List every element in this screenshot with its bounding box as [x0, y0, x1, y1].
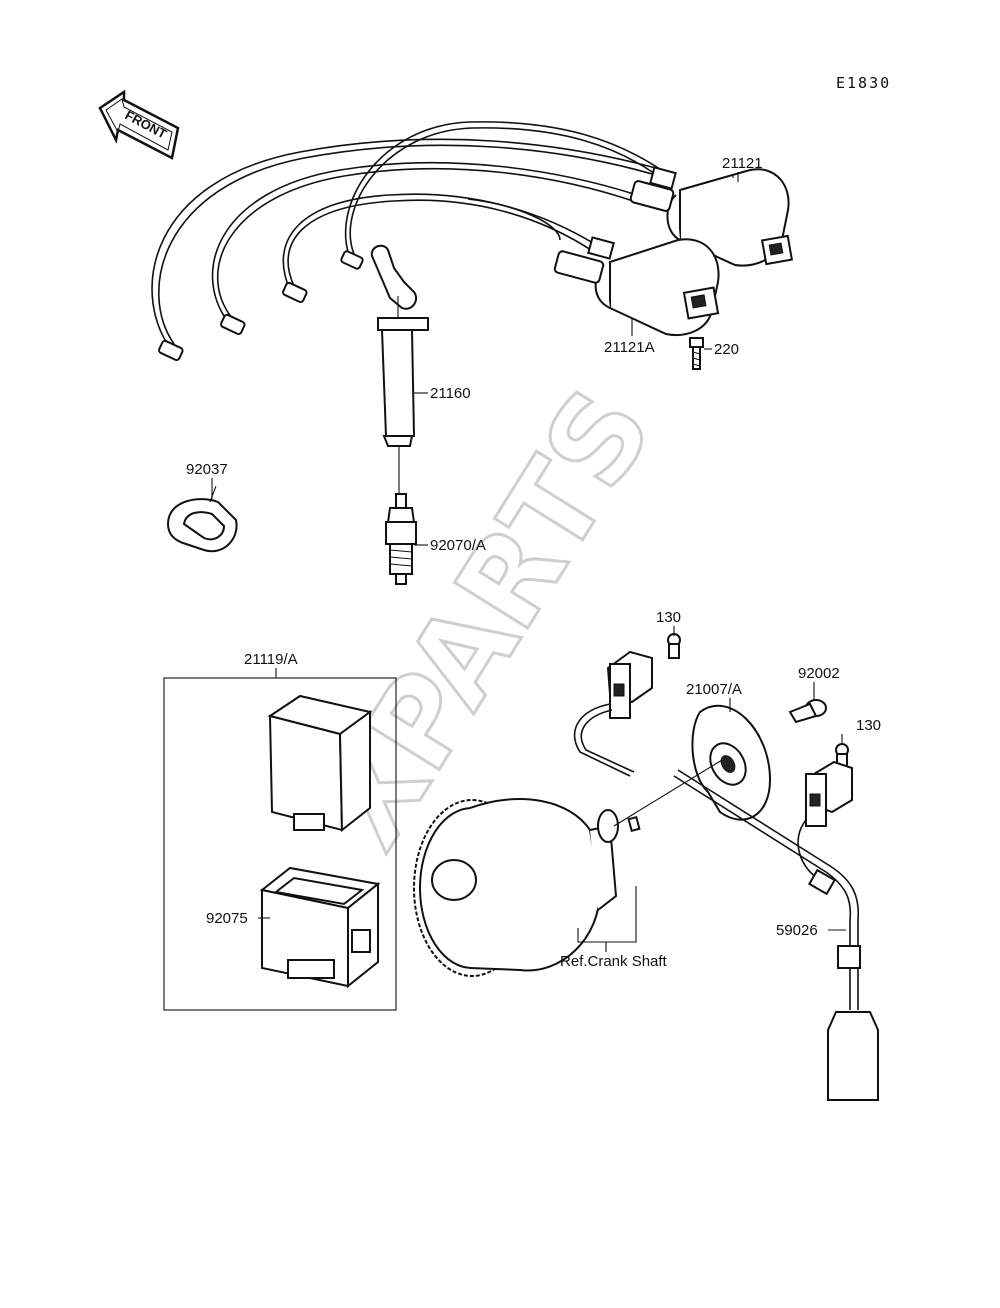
flywheel-rotor [413, 798, 619, 977]
front-arrow-badge: FRONT [98, 89, 180, 160]
igniter-group-frame [163, 668, 397, 1011]
high-tension-wires [151, 121, 671, 349]
coil-screw [689, 337, 704, 370]
label-igniter-group: 21119/A [244, 651, 298, 668]
spark-plug-cap [370, 244, 429, 447]
label-coil-upper: 21121 [722, 155, 763, 172]
label-spark-plug-cap: 21160 [430, 385, 471, 402]
wire-clamp [166, 485, 238, 553]
diagram-code: E1830 [836, 74, 891, 92]
label-pickup-screw-lower: 130 [856, 717, 881, 734]
wiring-harness [673, 769, 879, 1101]
pickup-screw-upper [667, 633, 681, 659]
wire-terminals [158, 250, 364, 362]
ignition-coil-upper [629, 166, 794, 267]
label-timing-plate: 21007/A [686, 681, 742, 698]
leader-lines [211, 172, 846, 931]
timing-plate-bolt [788, 699, 827, 724]
label-clamp: 92037 [186, 461, 228, 478]
ignition-coil-lower [553, 236, 720, 336]
label-crank-ref: Ref.Crank Shaft [560, 953, 668, 970]
label-igniter-case: 92075 [206, 910, 248, 927]
spark-plug [385, 493, 417, 585]
label-pickup-screw-upper: 130 [656, 609, 681, 626]
label-timing-plate-bolt: 92002 [798, 665, 840, 682]
timing-rotor-plate [691, 704, 772, 821]
label-coil-lower: 21121A [604, 339, 655, 356]
label-harness: 59026 [776, 922, 818, 939]
pickup-coil-lower [797, 760, 853, 881]
pickup-coil-upper [573, 650, 653, 777]
igniter-unit [267, 694, 373, 833]
crankshaft-key [627, 815, 641, 833]
label-spark-plug: 92070/A [430, 537, 486, 554]
igniter-case [259, 866, 381, 989]
crank-axis-line [613, 759, 723, 827]
crank-ref-bracket [577, 886, 637, 943]
label-coil-screw: 220 [714, 341, 739, 358]
